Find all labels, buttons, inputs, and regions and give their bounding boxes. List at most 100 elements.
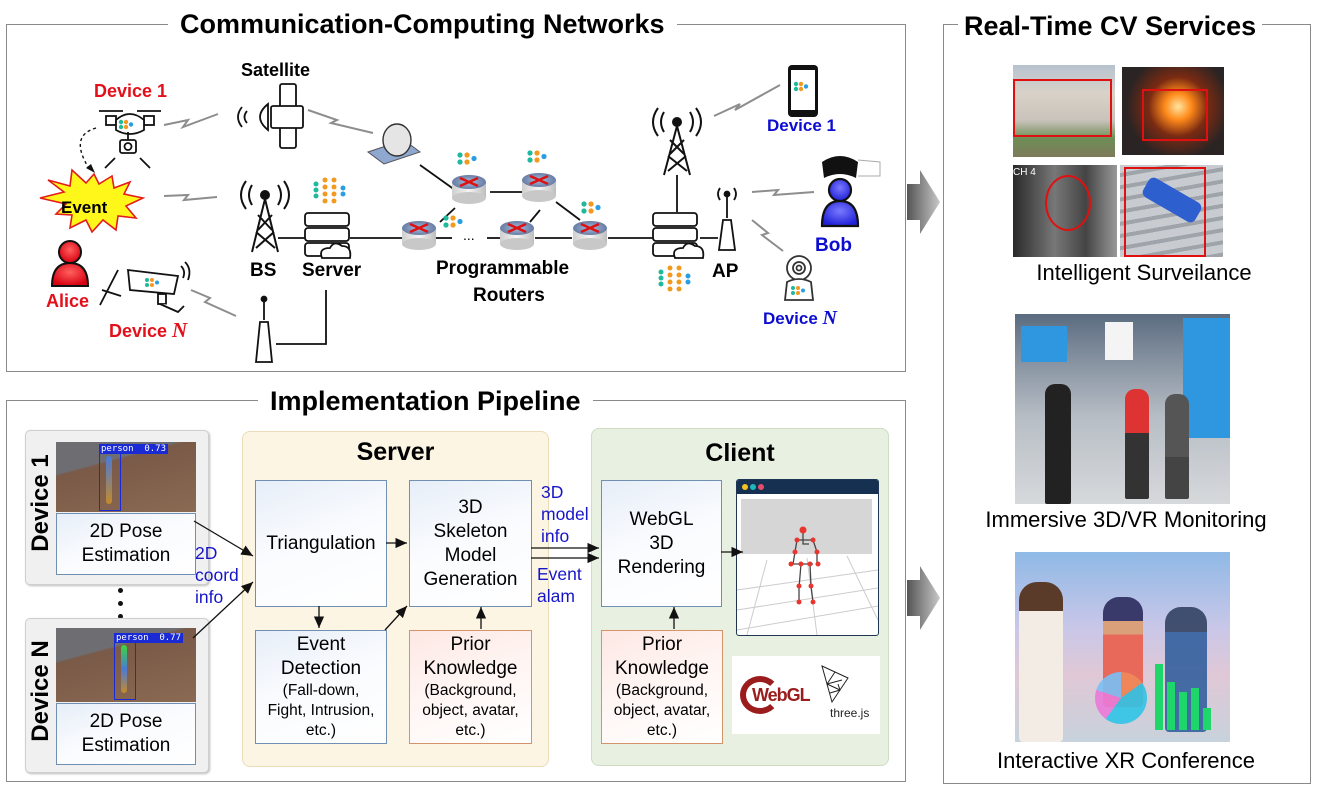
note-event-alarm: Event alam	[537, 563, 582, 607]
detection-bbox	[1013, 79, 1112, 137]
note-line: info	[195, 587, 224, 607]
car-fire-thumb	[1122, 67, 1224, 155]
arrow-device1-triangulation	[193, 520, 254, 557]
event-detection-box: Event Detection (Fall-down, Fight, Intru…	[255, 630, 387, 744]
pose-estimation-subtitle: Estimation	[81, 735, 171, 756]
webgl-rendering-box: WebGL 3D Rendering	[601, 480, 722, 607]
pipeline-arrows	[192, 520, 743, 639]
box-line: Model	[444, 544, 497, 566]
link-satellite-ground	[307, 109, 374, 134]
ai-model-icon	[793, 81, 809, 92]
box-detail: object, avatar,	[422, 702, 519, 719]
device-1-camera-frame: person 0.73	[56, 442, 196, 512]
triangulation-box: Triangulation	[255, 480, 387, 607]
box-detail: (Background,	[424, 682, 517, 699]
skeleton-model-box: 3D Skeleton Model Generation	[409, 480, 532, 607]
box-detail: etc.)	[455, 722, 486, 739]
box-line: Prior	[450, 634, 491, 655]
ai-model-icon	[791, 286, 805, 295]
fall-down-thumb	[1120, 165, 1223, 257]
intrusion-thumb: CH 4	[1013, 165, 1117, 257]
ai-model-icon	[145, 278, 159, 287]
ai-model-icon	[313, 177, 346, 204]
box-line: Event	[296, 634, 346, 655]
routers-label-line2: Routers	[473, 285, 545, 306]
box-line: Prior	[641, 634, 683, 655]
event-label: Event	[61, 198, 108, 217]
detection-bbox	[1124, 167, 1206, 257]
right-deviceN-label: Device N	[763, 307, 837, 329]
avatar-figure	[1165, 394, 1189, 499]
triangulation-label: Triangulation	[266, 532, 376, 554]
cctv-channel-label: CH 4	[1013, 167, 1036, 178]
skeleton-joints	[788, 526, 821, 605]
box-line: Skeleton	[433, 520, 508, 542]
box-line: Rendering	[617, 556, 706, 578]
webgl-logo: WebGL	[740, 674, 811, 716]
device-ellipsis-dots	[118, 588, 124, 619]
box-detail: (Fall-down,	[282, 682, 360, 699]
detection-label: person 0.77	[114, 633, 184, 643]
service-caption-xr: Interactive XR Conference	[996, 748, 1256, 773]
client-group-title: Client	[705, 439, 775, 467]
box-detail: etc.)	[646, 722, 678, 739]
note-line: Event	[537, 564, 582, 584]
link-ap-bob	[751, 188, 815, 197]
service-caption-vr: Immersive 3D/VR Monitoring	[985, 507, 1267, 532]
routers-label-line1: Programmable	[436, 258, 570, 279]
router-icon	[452, 175, 486, 204]
ai-model-icon	[457, 152, 477, 165]
link-cam-ap	[190, 289, 237, 317]
note-line: 3D	[541, 482, 564, 502]
arrow-event-skeleton	[384, 605, 408, 631]
note-3d-model-info: 3D model info	[541, 481, 589, 547]
networks-panel-title: Communication-Computing Networks	[168, 9, 677, 39]
skeleton-render	[737, 526, 878, 635]
render-window	[736, 479, 879, 636]
pose-estimation-box-n: 2D Pose Estimation	[56, 703, 196, 765]
box-detail: object, avatar,	[613, 702, 711, 719]
vr-headset-icon	[822, 156, 881, 178]
pipeline-panel-title: Implementation Pipeline	[258, 386, 593, 416]
note-line: 2D	[195, 543, 218, 563]
server-label: Server	[302, 260, 362, 281]
bs-tower-icon	[240, 180, 290, 253]
window-dot-pink-icon	[758, 484, 764, 490]
left-device1-label: Device 1	[94, 81, 168, 101]
tower-right-icon	[652, 107, 702, 176]
satellite-icon	[237, 83, 304, 149]
ai-model-icon	[443, 215, 463, 228]
pipeline-device-1: Device 1 person 0.73 2D Pose Estimation	[25, 430, 209, 585]
avatar-figure	[1045, 384, 1071, 504]
alice-avatar	[50, 240, 90, 287]
router-icon	[522, 173, 556, 202]
window-dot-teal-icon	[750, 484, 756, 490]
service-caption-surveillance: Intelligent Surveilance	[1036, 260, 1252, 285]
router-icon	[500, 221, 534, 250]
router-ellipsis: ...	[463, 227, 475, 243]
big-arrow-icon	[907, 170, 940, 234]
skeleton-figure	[121, 645, 127, 693]
wildfire-thumb	[1013, 65, 1115, 157]
ai-model-icon	[527, 150, 547, 163]
detection-ellipse	[1045, 175, 1091, 231]
routers	[402, 173, 607, 250]
box-line: Generation	[423, 568, 518, 590]
box-line: 3D	[649, 532, 674, 554]
event-burst-icon	[39, 168, 146, 234]
right-deviceN-var: N	[822, 307, 837, 329]
box-detail: Fight, Intrusion,	[267, 702, 375, 719]
server-left-icon	[304, 212, 352, 259]
bar-chart-hologram-icon	[1155, 662, 1215, 730]
wired-links	[99, 157, 718, 345]
detection-label: person 0.73	[99, 444, 169, 454]
note-line: alam	[537, 586, 575, 606]
detection-bbox	[1142, 89, 1208, 141]
threejs-logo-text: three.js	[830, 706, 870, 720]
server-prior-knowledge-box: Prior Knowledge (Background, object, ava…	[409, 630, 532, 744]
webgl-logo-text: WebGL	[752, 685, 811, 705]
wireless-links	[163, 84, 815, 317]
threejs-logo-icon	[821, 665, 849, 704]
ground-station-icon	[366, 123, 422, 165]
link-tower-phone	[713, 84, 781, 117]
